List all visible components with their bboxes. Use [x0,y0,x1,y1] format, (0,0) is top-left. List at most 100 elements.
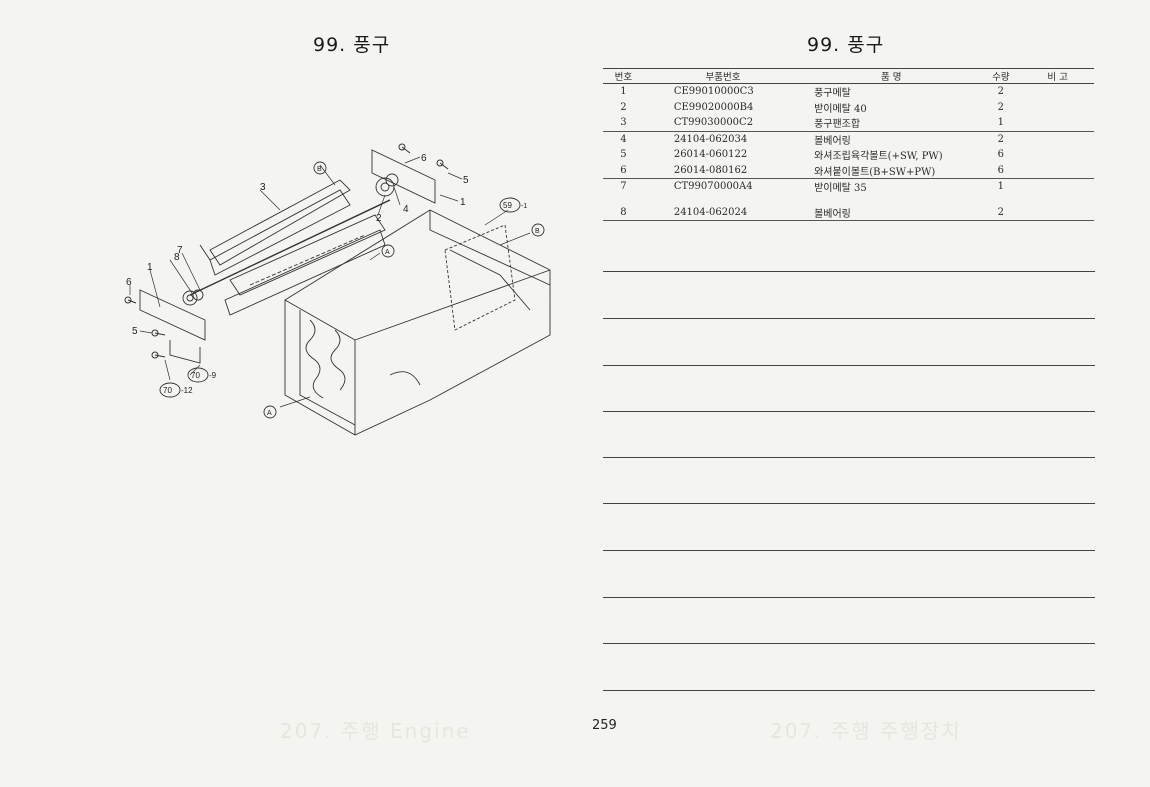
callout-5-left: 5 [132,326,138,337]
ruled-line [603,457,1095,458]
parts-table: 번호 부품번호 품 명 수량 비 고 1 CE99010000C3 풍구메탈 2… [603,68,1094,221]
ghost-text-left: 207. 주행 Engine [280,719,471,743]
table-row: 8 24104-062024 볼베어링 2 [603,204,1094,221]
callout-4: 4 [403,204,409,215]
ruled-line [603,597,1095,598]
page-title-right: 99. 풍구 [807,34,885,56]
cell-name: 와셔붙이볼트(B+SW+PW) [802,162,981,179]
cell-note [1021,115,1094,132]
cell-qty: 2 [997,101,1005,113]
table-row: 7 CT99070000A4 받이메탈 35 1 [603,179,1094,195]
cell-name: 볼베어링 [814,135,851,147]
ref-a-mid: A [385,249,390,256]
cell-part: CT99030000C2 [643,115,803,132]
callout-5-right: 5 [463,175,469,186]
cell-no: 3 [603,115,644,132]
ref-70-9-suffix: -9 [209,371,217,380]
cell-part: 24104-062024 [643,204,803,221]
table-header-row: 번호 부품번호 품 명 수량 비 고 [603,68,1094,84]
header-part-number: 부품번호 [643,68,803,84]
bearing-4 [385,173,399,187]
cell-qty: 2 [997,133,1005,145]
bearing-7 [192,289,204,301]
cell-qty: 1 [997,181,1005,193]
callout-1-left: 1 [147,262,153,273]
cell-note [1021,84,1094,100]
cell-qty: 2 [997,86,1005,98]
ruled-line [603,690,1095,691]
ruled-line [603,365,1095,366]
ghost-text-right: 207. 주행 주행장치 [770,719,962,743]
cell-no: 6 [603,162,644,179]
cell-no: 4 [620,133,627,145]
cell-name: 받이메탈 40 [814,103,867,115]
cell-qty: 1 [980,115,1022,132]
cell-part: CT99070000A4 [673,181,753,193]
cell-name: 와셔조립육각볼트(+SW, PW) [814,151,943,163]
cell-name: 풍구팬조합 [802,115,981,132]
callout-7: 7 [177,245,183,256]
right-plate [371,149,436,204]
callout-3: 3 [260,182,266,193]
cell-name: 볼베어링 [802,204,981,221]
cell-no: 7 [620,181,627,193]
ref-b-right: B [535,228,540,235]
ref-a-bottom: A [267,410,272,417]
cell-part: 26014-060122 [673,149,748,161]
table-row: 3 CT99030000C2 풍구팬조합 1 [603,115,1094,132]
cell-part: 26014-080162 [643,162,803,179]
left-plate [139,289,206,341]
ruled-line [603,643,1095,644]
cell-part: 24104-062034 [673,133,748,145]
callout-6-left: 6 [126,277,132,288]
cell-qty: 6 [997,149,1005,161]
callout-1-right: 1 [460,197,466,208]
cell-no: 2 [620,101,627,113]
bearing-2 [375,177,395,197]
exploded-parts-diagram: 3 2 4 6 5 1 8 7 1 6 5 B B A A 59 -1 70 -… [124,143,551,436]
cell-note [1021,204,1094,221]
cell-no: 1 [620,86,627,98]
cell-note [1021,147,1094,163]
cell-name: 풍구메탈 [814,88,851,100]
cell-note [1021,100,1094,116]
chute-part-3 [209,179,351,266]
table-row: 4 24104-062034 볼베어링 2 [603,131,1094,147]
bearing-8 [182,290,198,306]
ref-70-12: 70 [163,386,172,395]
cell-qty: 2 [980,204,1022,221]
ref-b-top: B [317,166,322,173]
table-row: 2 CE99020000B4 받이메탈 40 2 [603,100,1094,116]
page-number: 259 [592,718,617,733]
cell-name: 받이메탈 35 [814,183,867,195]
cell-no: 5 [620,149,627,161]
ref-70-12-suffix: -12 [181,386,193,395]
header-no: 번호 [603,68,644,84]
cell-no: 8 [603,204,644,221]
ref-59: 59 [503,201,512,210]
page-title-left: 99. 풍구 [313,34,391,56]
cell-qty: 6 [980,162,1022,179]
header-part-name: 품 명 [802,68,981,84]
ref-59-suffix: -1 [521,203,527,210]
cell-note [1021,162,1094,179]
table-spacer-row [603,195,1094,205]
header-note: 비 고 [1021,68,1094,84]
header-qty: 수량 [980,68,1022,84]
callout-2: 2 [376,213,382,224]
table-row: 1 CE99010000C3 풍구메탈 2 [603,84,1094,100]
cell-part: CE99020000B4 [673,101,754,113]
ruled-line [603,550,1095,551]
ruled-line [603,411,1095,412]
ruled-line [603,318,1095,319]
cell-note [1021,179,1094,195]
table-row: 6 26014-080162 와셔붙이볼트(B+SW+PW) 6 [603,162,1094,179]
ref-70-9: 70 [191,371,200,380]
callout-8: 8 [174,252,180,263]
cell-note [1021,131,1094,147]
table-row: 5 26014-060122 와셔조립육각볼트(+SW, PW) 6 [603,147,1094,163]
fan-assembly [229,214,386,296]
ruled-line [603,271,1095,272]
callout-6-right: 6 [421,153,427,164]
cell-part: CE99010000C3 [673,86,754,98]
